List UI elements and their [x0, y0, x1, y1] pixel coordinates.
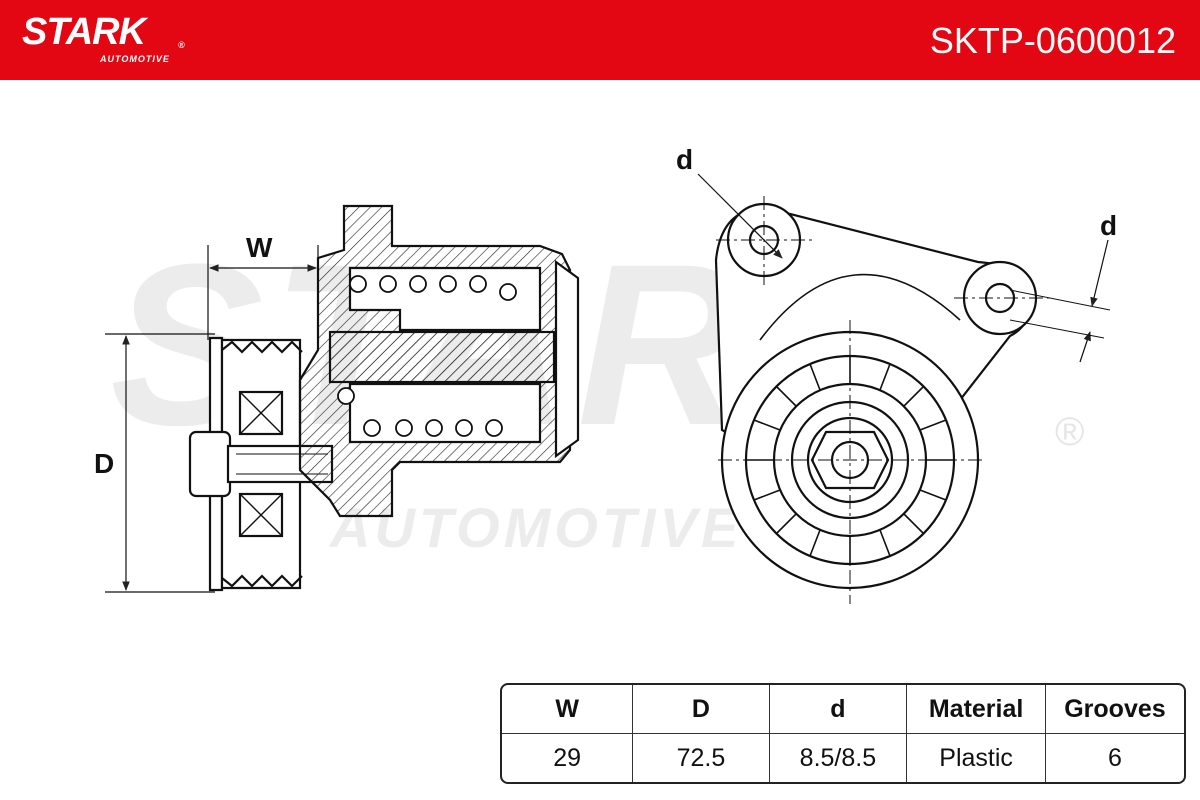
specs-header-w: W — [502, 685, 634, 734]
specs-header-row: W D d Material Grooves — [502, 685, 1184, 734]
specs-value-row: 29 72.5 8.5/8.5 Plastic 6 — [502, 734, 1184, 782]
specs-header-material: Material — [907, 685, 1046, 734]
dimension-label-d-left: d — [676, 144, 694, 175]
specs-value-small-d: 8.5/8.5 — [770, 734, 908, 782]
brand-registered-mark: ® — [178, 40, 185, 50]
header-bar: STARK ® AUTOMOTIVE SKTP-0600012 — [0, 0, 1200, 80]
watermark-subtitle: AUTOMOTIVE — [330, 496, 743, 559]
front-view — [697, 173, 1111, 604]
specs-table: W D d Material Grooves 29 72.5 8.5/8.5 P… — [500, 683, 1186, 784]
specs-value-material: Plastic — [907, 734, 1046, 782]
brand-subtitle: AUTOMOTIVE — [100, 54, 170, 64]
brand-logo: STARK ® AUTOMOTIVE — [22, 11, 185, 64]
specs-value-grooves: 6 — [1108, 743, 1122, 772]
technical-drawing — [105, 173, 1111, 604]
watermark-registered-mark: ® — [1055, 410, 1085, 454]
part-number: SKTP-0600012 — [929, 20, 1176, 61]
brand-name: STARK — [22, 11, 146, 53]
specs-header-grooves: Grooves — [1045, 685, 1184, 734]
dimension-label-w: W — [246, 232, 273, 263]
specs-header-small-d: d — [769, 685, 908, 734]
specs-value-w: 29 — [502, 734, 634, 782]
side-section-view — [105, 204, 580, 593]
specs-value-d: 72.5 — [633, 734, 770, 782]
dimension-label-d-outer: D — [94, 448, 115, 479]
dimension-label-d-right: d — [1100, 210, 1118, 241]
specs-header-d: D — [633, 685, 770, 734]
